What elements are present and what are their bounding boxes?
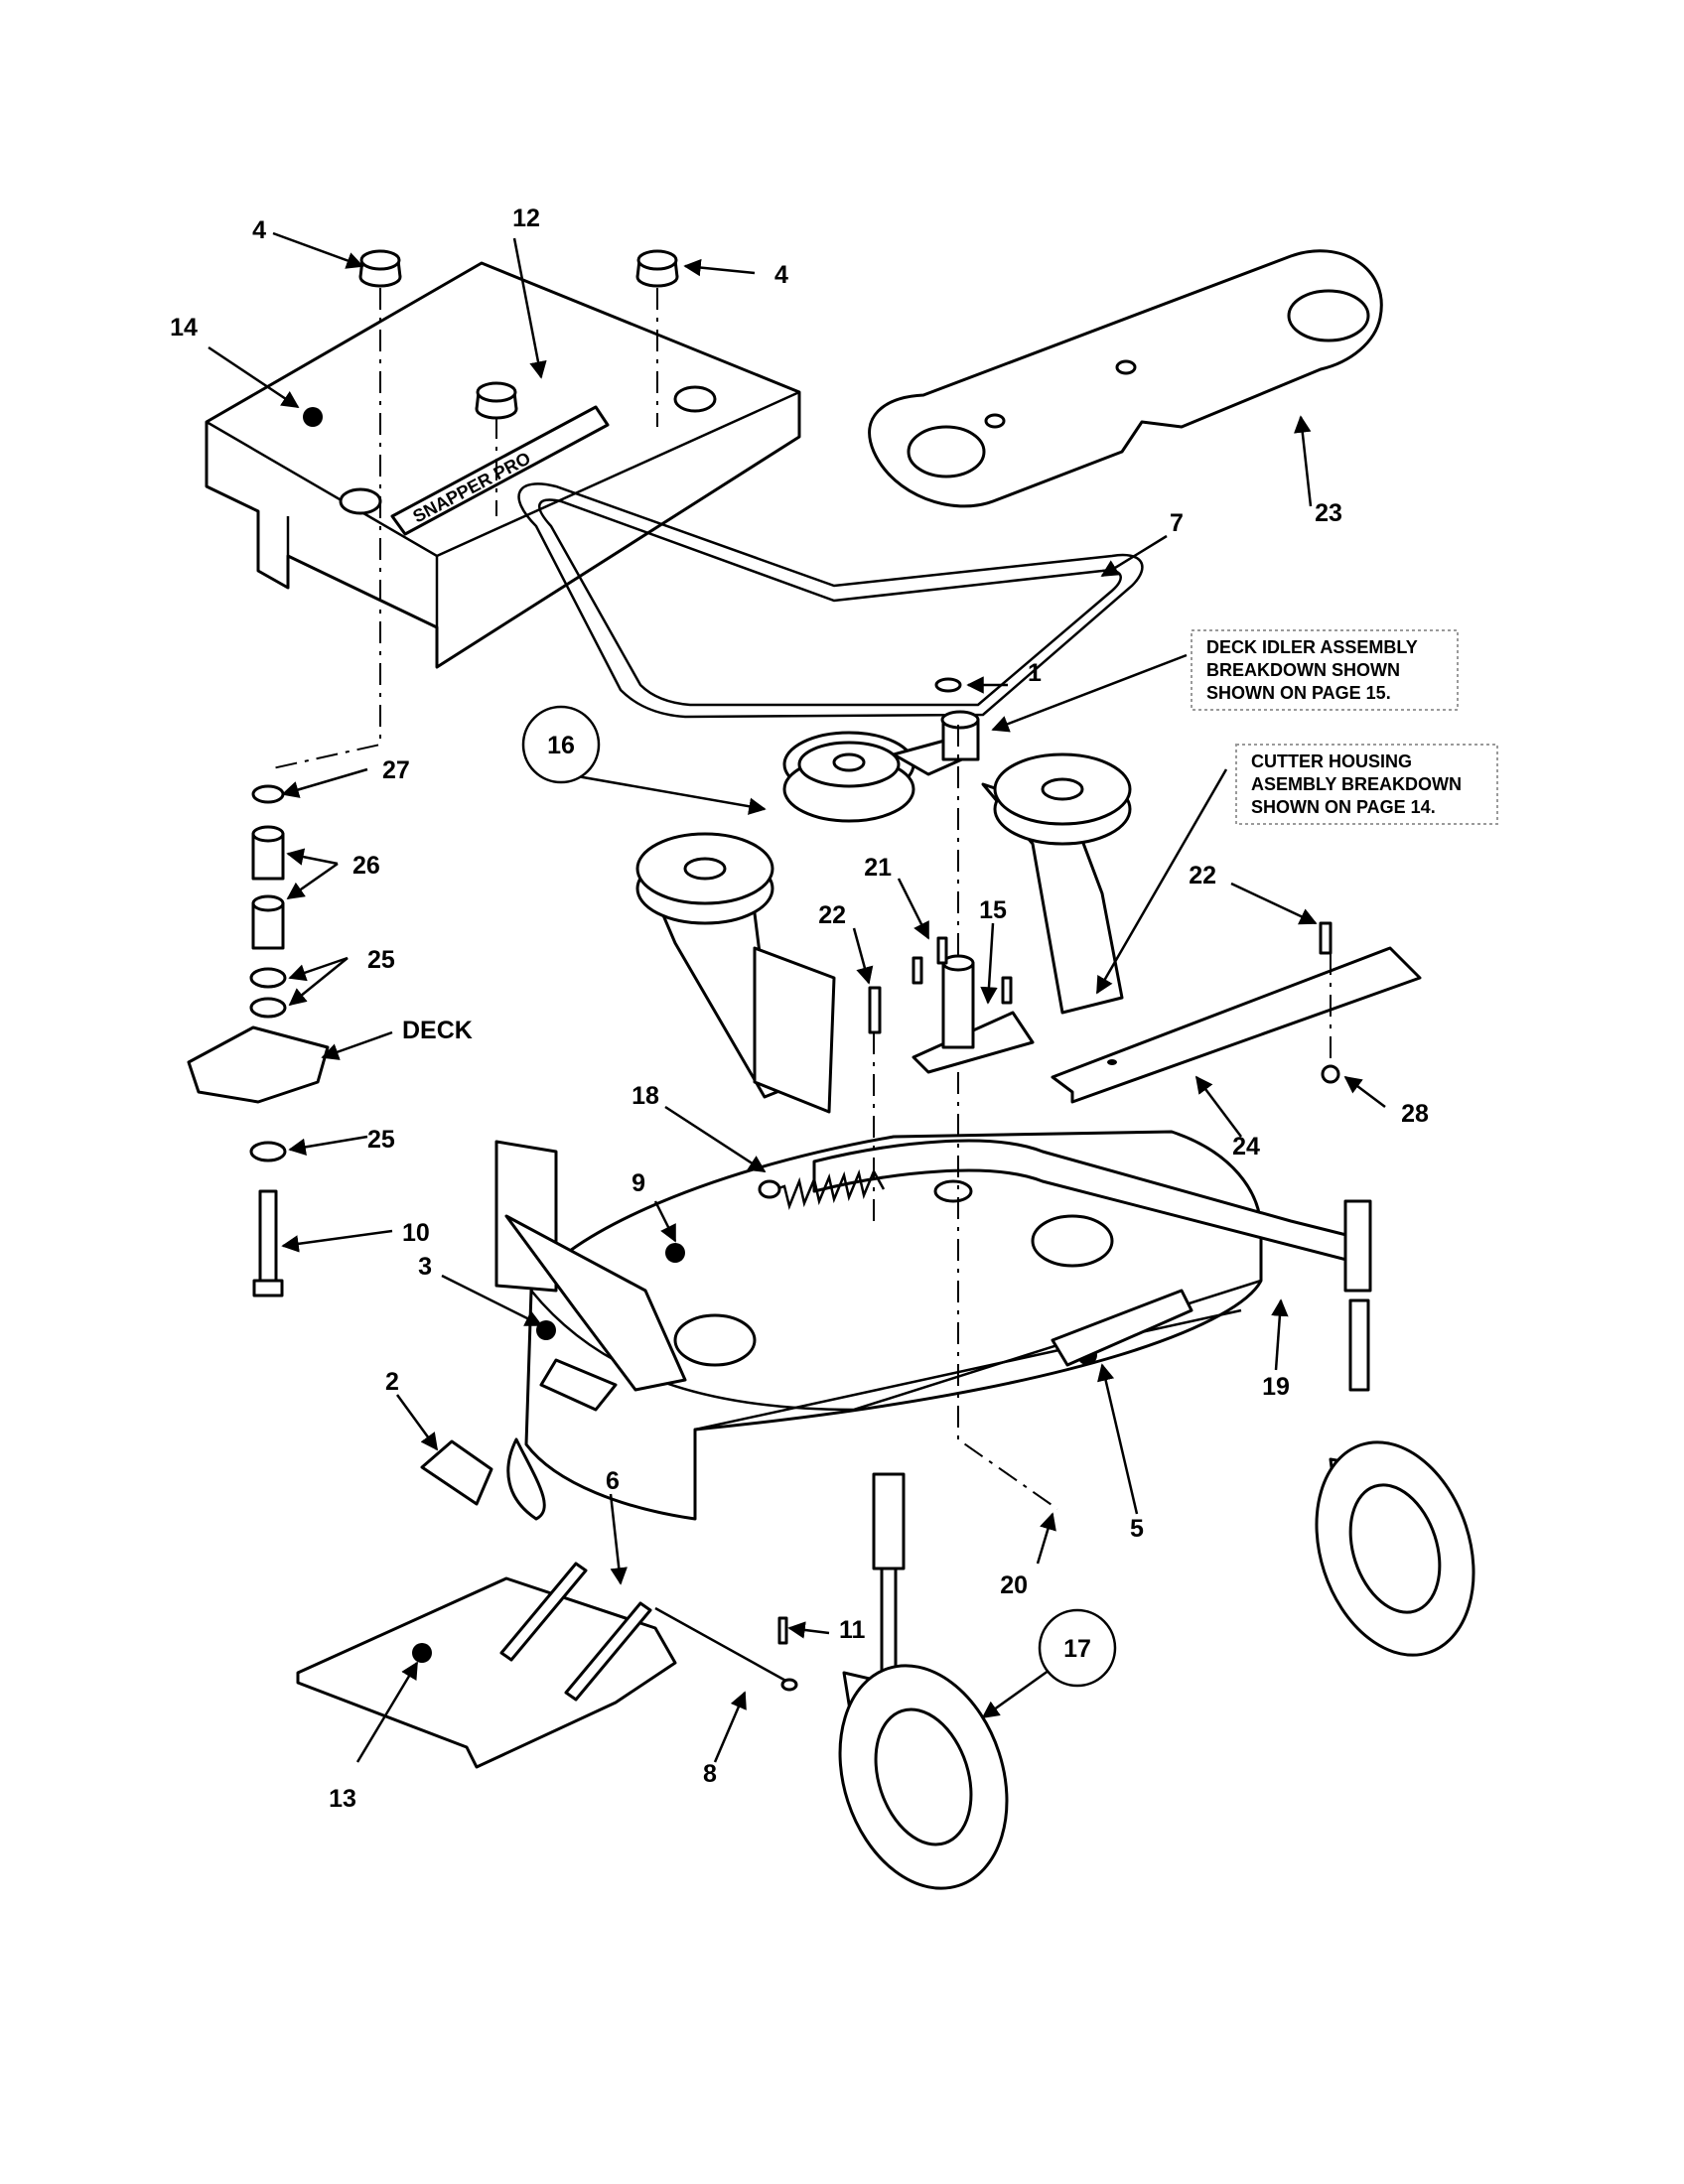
callout-21: 21 [864, 854, 892, 882]
callout-8: 8 [703, 1760, 717, 1788]
note-idler-assembly: DECK IDLER ASSEMBLY BREAKDOWN SHOWN SHOW… [1191, 629, 1459, 711]
circle-callout-17 [1038, 1608, 1117, 1688]
callout-22-right: 22 [1189, 862, 1216, 889]
rod-8-end [780, 1678, 798, 1692]
callout-18: 18 [632, 1082, 659, 1110]
callout-13: 13 [329, 1785, 356, 1813]
callout-23: 23 [1315, 499, 1342, 527]
tension-spring [758, 1168, 886, 1211]
callout-27: 27 [382, 756, 410, 784]
callout-12: 12 [512, 205, 540, 232]
callout-3: 3 [418, 1253, 432, 1281]
note-cutter-line2: ASEMBLY BREAKDOWN [1251, 774, 1462, 794]
callout-22-left: 22 [818, 901, 846, 929]
callout-1: 1 [1028, 659, 1042, 687]
callout-25-upper: 25 [367, 946, 395, 974]
pin-11 [777, 1616, 788, 1645]
rod-8 [654, 1606, 790, 1685]
callout-9: 9 [632, 1169, 645, 1197]
callout-7: 7 [1170, 509, 1184, 537]
callout-17: 17 [1063, 1635, 1091, 1663]
knob-center [475, 381, 518, 420]
mower-deck [494, 1130, 1352, 1521]
callout-2: 2 [385, 1368, 399, 1396]
callout-6: 6 [606, 1467, 620, 1495]
callout-16: 16 [547, 732, 575, 759]
callout-5: 5 [1130, 1515, 1144, 1543]
callout-4-left: 4 [252, 216, 266, 244]
knob-right [635, 249, 679, 288]
bolt-22-left [868, 986, 882, 1034]
spindle-pulley-right [981, 752, 1132, 1015]
v-belt [517, 482, 1144, 719]
circle-callout-16 [521, 705, 601, 784]
note-cutter-line1: CUTTER HOUSING [1251, 751, 1412, 771]
note-idler-line3: SHOWN ON PAGE 15. [1206, 683, 1391, 703]
bolts-21 [912, 936, 1013, 1005]
callout-28: 28 [1401, 1100, 1429, 1128]
cutter-blade [1051, 946, 1422, 1104]
caster-wheel-front [838, 1472, 1009, 1890]
callout-25-lower: 25 [367, 1126, 395, 1154]
callout-deck: DECK [402, 1017, 473, 1044]
callout-11: 11 [839, 1616, 866, 1644]
note-cutter-line3: SHOWN ON PAGE 14. [1251, 797, 1436, 817]
callout-15: 15 [979, 896, 1007, 924]
front-baffle [296, 1562, 677, 1769]
callout-10: 10 [402, 1219, 430, 1247]
deck-plate [868, 249, 1383, 508]
callout-20: 20 [1000, 1571, 1028, 1599]
callout-26: 26 [352, 852, 380, 880]
bolt-22-right [1319, 921, 1333, 955]
callout-24: 24 [1232, 1133, 1260, 1160]
small-cover-plate-2 [420, 1439, 493, 1506]
idler-pulley [782, 677, 980, 823]
caster-wheel-rear [1315, 1199, 1475, 1657]
knob-left [358, 249, 402, 288]
idler-bracket [912, 954, 1035, 1074]
callout-19: 19 [1262, 1373, 1290, 1401]
note-cutter-housing: CUTTER HOUSING ASEMBLY BREAKDOWN SHOWN O… [1235, 744, 1498, 825]
note-idler-line2: BREAKDOWN SHOWN [1206, 660, 1400, 680]
belt-cover: SNAPPER PRO [205, 261, 801, 669]
callout-14: 14 [170, 314, 198, 341]
note-idler-line1: DECK IDLER ASSEMBLY [1206, 637, 1418, 657]
callout-4-right: 4 [774, 261, 788, 289]
deck-bracket [753, 946, 836, 1114]
spacer-stack [187, 784, 330, 1297]
